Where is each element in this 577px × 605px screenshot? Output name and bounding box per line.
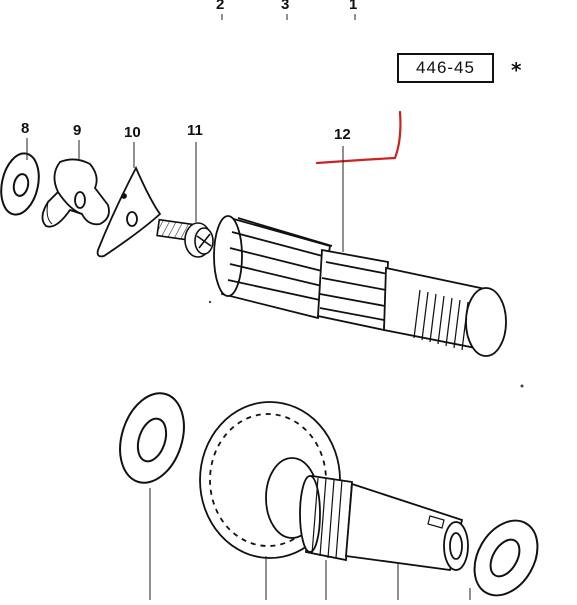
callout-11: 11 (187, 122, 203, 139)
stray-dot (520, 384, 524, 388)
stray-dot (208, 300, 212, 304)
callout-1: 1 (349, 0, 358, 13)
callout-9: 9 (73, 122, 82, 139)
red-annotation-mark (315, 110, 402, 165)
callout-2: 2 (216, 0, 225, 13)
lower-right-washer (473, 519, 539, 597)
part-9-spider (41, 158, 110, 228)
callout-10: 10 (124, 124, 141, 141)
part-12-shaft (213, 215, 507, 357)
reference-code-box: 446-45 (397, 53, 494, 83)
top-leader-lines (221, 14, 356, 20)
lower-hub (299, 474, 353, 562)
part-8-washer (0, 152, 40, 216)
callout-8: 8 (21, 120, 30, 137)
part-10-triangle-plate (96, 165, 162, 258)
reference-marker: * (511, 58, 522, 82)
lower-tube (345, 482, 469, 572)
callout-12: 12 (334, 126, 351, 143)
lower-washer (119, 392, 185, 484)
part-11-screw (156, 218, 214, 258)
callout-3: 3 (281, 0, 290, 13)
